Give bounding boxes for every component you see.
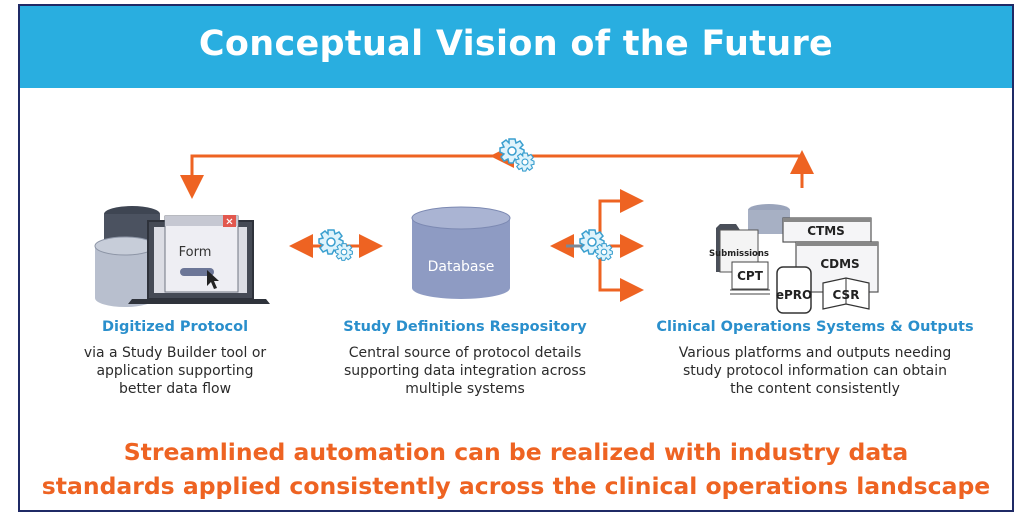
desc-line: study protocol information can obtain [683, 363, 947, 379]
column-title-study-definitions: Study Definitions Respository [343, 319, 587, 335]
database-icon: Database [411, 206, 511, 299]
desc-line: Various platforms and outputs needing [678, 345, 952, 361]
column-title-digitized-protocol: Digitized Protocol [101, 319, 249, 335]
csr-label: CSR [833, 288, 860, 302]
desc-line: via a Study Builder tool or [83, 345, 267, 361]
desc-line: multiple systems [405, 381, 525, 397]
page-title: Conceptual Vision of the Future [198, 24, 834, 64]
database-label: Database [428, 259, 495, 275]
submissions-label: Submissions [709, 249, 769, 259]
column-title-clinical-operations: Clinical Operations Systems & Outputs [656, 319, 974, 335]
laptop-form-icon: × Form [128, 215, 270, 304]
ctms-label: CTMS [807, 224, 845, 238]
svg-text:×: × [225, 217, 233, 228]
tagline-line-2: standards applied consistently across th… [41, 472, 991, 500]
cpt-label: CPT [737, 269, 764, 283]
outputs-collage: Submissions CTMS CDMS CPT ePRO CSR [709, 204, 879, 314]
header-banner: Conceptual Vision of the Future [20, 6, 1012, 88]
column-desc-clinical-operations: Various platforms and outputs needing st… [650, 344, 980, 398]
desc-line: Central source of protocol details [348, 345, 582, 361]
desc-line: supporting data integration across [343, 363, 587, 379]
column-desc-study-definitions: Central source of protocol details suppo… [315, 344, 615, 398]
gear-icon [499, 138, 535, 172]
feedback-loop-arrow [180, 144, 814, 199]
form-label: Form [179, 245, 212, 260]
epro-label: ePRO [776, 288, 812, 302]
tagline-line-1: Streamlined automation can be realized w… [123, 438, 909, 466]
desc-line: better data flow [118, 381, 232, 397]
desc-line: application supporting [96, 363, 254, 379]
distribution-arrows [550, 189, 644, 302]
desc-line: the content consistently [730, 381, 900, 397]
workflow-diagram: × Form Database Submissions CTMS CDMS [94, 138, 879, 314]
gear-icon [579, 229, 613, 261]
column-desc-digitized-protocol: via a Study Builder tool or application … [50, 344, 300, 398]
cdms-label: CDMS [820, 257, 859, 271]
slide-frame: Conceptual Vision of the Future [18, 4, 1014, 512]
